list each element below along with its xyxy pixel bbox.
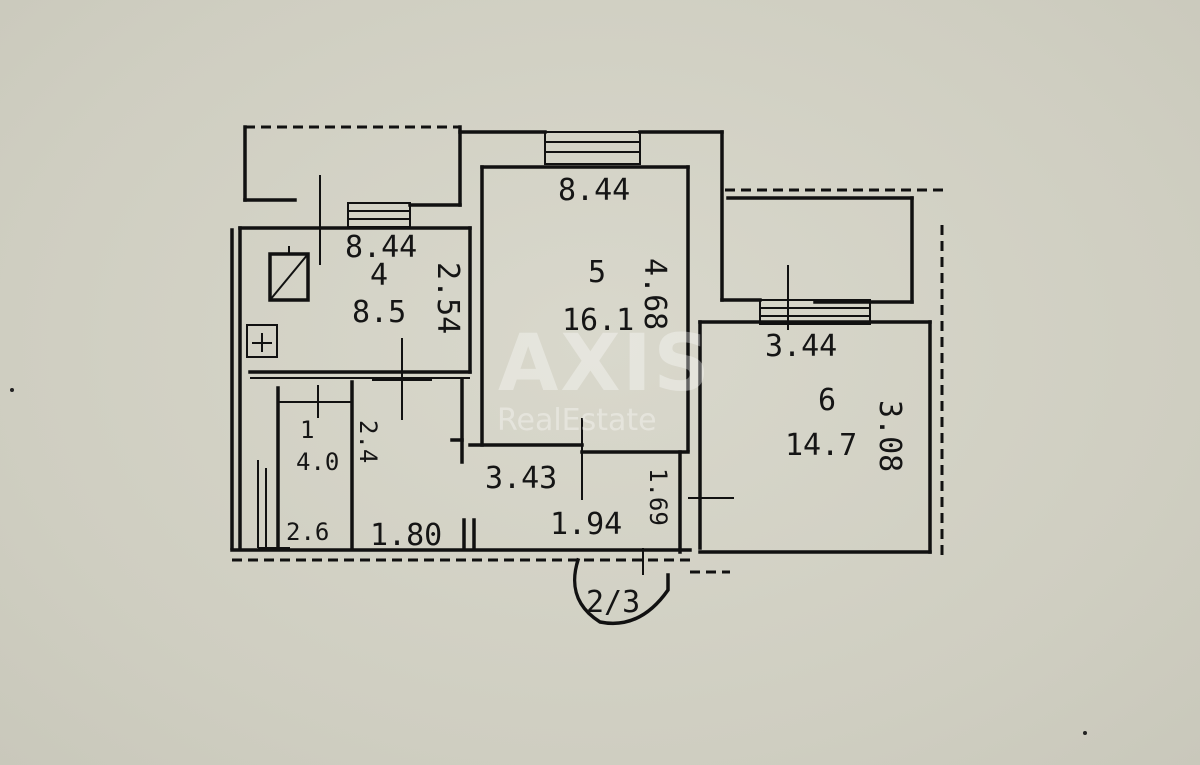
room-6-area: 14.7 [785,428,857,463]
room-6-ceiling-label: 3.44 [765,329,837,364]
room-5-number: 5 [588,255,606,290]
wc-number: 1 [300,416,314,444]
kitchen-length-label: 2.54 [430,262,465,334]
kitchen-ceiling-label: 8.44 [345,230,417,265]
room-5-width-label: 3.43 [485,461,557,496]
wc-walls [257,380,354,550]
sink-icon [246,324,278,358]
stair-label: 2/3 [586,585,640,620]
room-5-area: 16.1 [562,303,634,338]
ink-speck [10,388,14,392]
kitchen-area: 8.5 [352,295,406,330]
stair-mark [572,548,670,626]
wc-dim-label: 2.4 [354,420,382,463]
window-room-6 [759,299,871,325]
ink-speck [1083,731,1087,735]
stove-icon [268,246,310,302]
wc-area: 4.0 [296,448,339,476]
hall-area-label: 1.80 [370,518,442,553]
balcony-left [243,125,462,265]
room-6-length-label: 3.08 [872,400,907,472]
balcony-right [725,188,945,330]
window-kitchen [347,202,411,228]
kitchen-walls [230,226,472,550]
window-room-5 [544,131,641,165]
room-5-length-label: 4.68 [637,258,672,330]
hall-dim2-label: 1.69 [644,468,672,526]
watermark-subtitle: RealEstate [497,403,657,438]
room-5-ceiling-label: 8.44 [558,173,630,208]
room-6-walls [688,225,944,560]
watermark-brand: AXIS [498,319,712,409]
kitchen-number: 4 [370,258,388,293]
room-5-walls [450,165,690,500]
hall-dim-label: 1.94 [550,507,622,542]
wc-dim2-label: 2.6 [286,518,329,546]
hall-walls [372,338,682,554]
room-6-number: 6 [818,383,836,418]
